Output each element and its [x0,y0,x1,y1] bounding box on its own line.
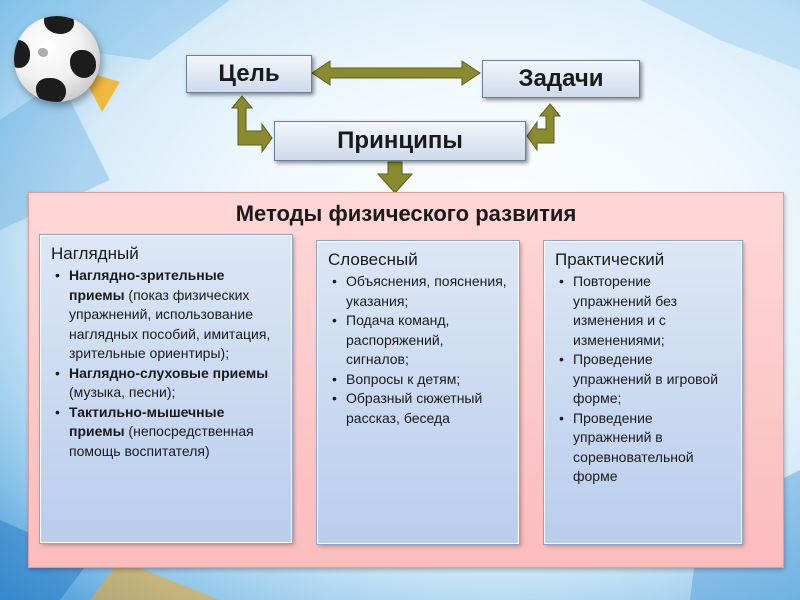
list-item: Наглядно-слуховые приемы (музыка, песни)… [51,364,283,403]
method-card-practical: Практический Повторение упражнений без и… [543,240,743,545]
down-arrow-principles-methods [376,161,414,194]
method-card-visual: Наглядный Наглядно-зрительные приемы (по… [39,234,293,544]
method-list-practical: Повторение упражнений без изменения и с … [555,272,733,487]
list-item: Объяснения, пояснения, указания; [328,272,510,311]
elbow-arrow-tasks-principles [526,103,562,152]
method-card-verbal: Словесный Объяснения, пояснения, указани… [316,240,520,545]
method-list-visual: Наглядно-зрительные приемы (показ физиче… [51,266,283,461]
list-item: Проведение упражнений в игровой форме; [555,350,733,409]
soccer-ball-icon [14,16,100,102]
list-item: Образный сюжетный рассказ, беседа [328,389,510,428]
double-arrow-goal-tasks [311,60,481,86]
list-item: Тактильно-мышечные приемы (непосредствен… [51,403,283,462]
list-item: Подача команд, распоряжений, сигналов; [328,311,510,370]
method-title-practical: Практический [555,250,665,269]
goal-box: Цель [186,55,312,93]
list-item: Повторение упражнений без изменения и с … [555,272,733,350]
methods-title: Методы физического развития [235,201,577,226]
tasks-box: Задачи [482,60,640,98]
principles-box: Принципы [274,121,526,161]
list-item: Наглядно-зрительные приемы (показ физиче… [51,266,283,364]
elbow-arrow-goal-principles [230,95,273,154]
method-title-verbal: Словесный [328,250,418,269]
method-list-verbal: Объяснения, пояснения, указания; Подача … [328,272,510,428]
list-item: Вопросы к детям; [328,370,510,390]
method-title-visual: Наглядный [51,244,139,263]
list-item: Проведение упражнений в соревновательной… [555,409,733,487]
